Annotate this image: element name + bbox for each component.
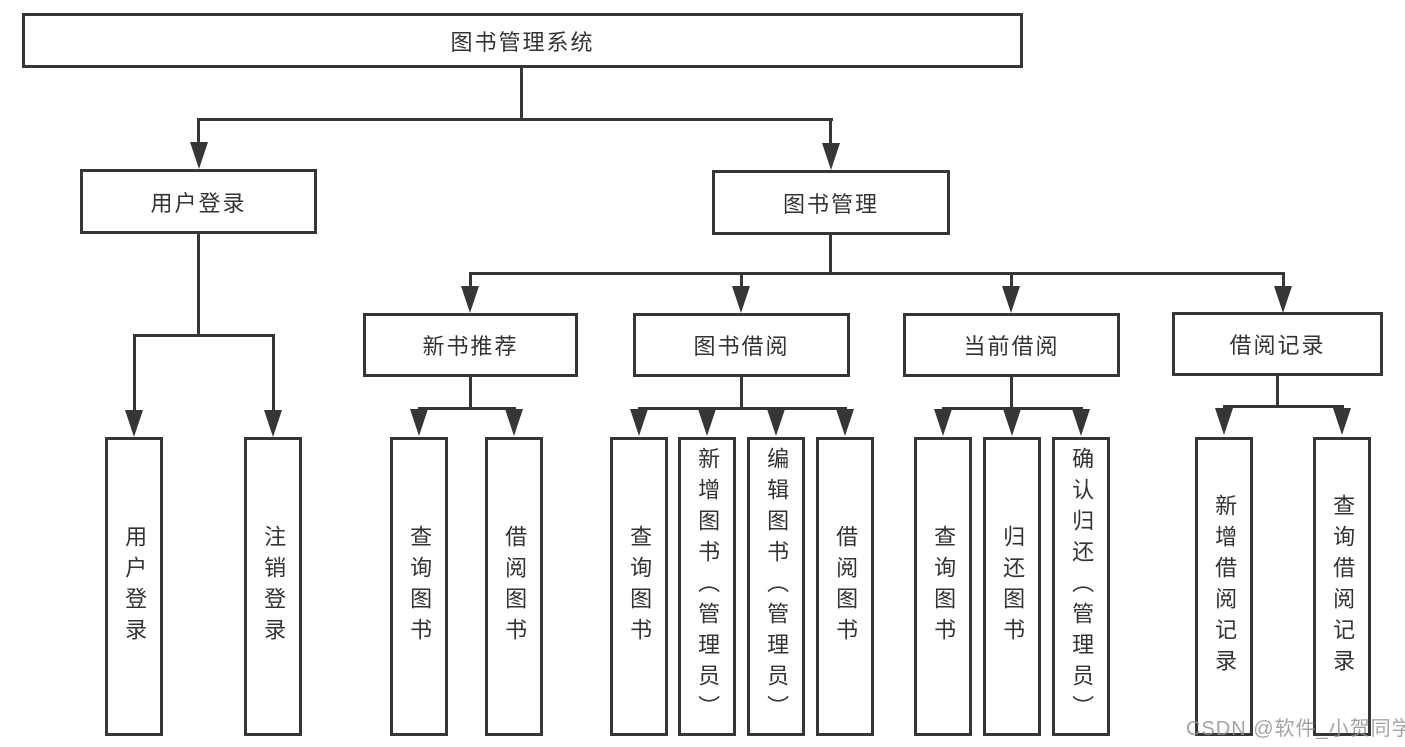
node-label: 当前借阅 (963, 334, 1060, 359)
connector-line (197, 118, 200, 148)
arrow-down-icon (505, 409, 523, 436)
node-label: 编辑图书（管理员） (764, 447, 790, 726)
leaf-borrow-books-borrowing: 借阅图书 (816, 437, 874, 736)
leaf-query-books-current: 查询图书 (914, 437, 972, 736)
leaf-query-books-borrowing: 查询图书 (610, 437, 668, 736)
leaf-borrow-books-recommendation: 借阅图书 (485, 437, 543, 736)
node-label: 新增图书（管理员） (695, 447, 721, 726)
connector-line (1223, 405, 1344, 408)
node-label: 图书管理 (782, 191, 879, 217)
arrow-down-icon (190, 142, 208, 169)
node-label: 新增借阅记录 (1212, 493, 1238, 680)
node-label: 用户登录 (150, 190, 247, 216)
arrow-down-icon (1333, 408, 1351, 435)
connector-line (1282, 272, 1285, 290)
connector-line (272, 334, 275, 414)
csdn-watermark: CSDN @软件_小贺同学 (1186, 718, 1405, 740)
connector-line (740, 377, 743, 410)
arrow-down-icon (732, 286, 750, 313)
arrow-down-icon (410, 409, 428, 436)
node-label: 新书推荐 (422, 334, 519, 359)
node-label: 查询图书 (931, 524, 957, 649)
node-book-management: 图书管理 (712, 170, 950, 235)
arrow-down-icon (1215, 408, 1233, 435)
connector-line (197, 118, 833, 121)
connector-line (520, 68, 523, 120)
node-label: 归还图书 (1000, 524, 1026, 649)
connector-line (740, 272, 743, 290)
node-label: 借阅图书 (502, 524, 528, 649)
node-label: 注销登录 (261, 524, 287, 649)
connector-line (1010, 272, 1013, 290)
connector-line (469, 377, 472, 410)
connector-line (469, 272, 1284, 275)
arrow-down-icon (934, 409, 952, 436)
node-new-book-recommendation: 新书推荐 (363, 313, 578, 377)
connector-line (829, 235, 832, 275)
arrow-down-icon (264, 410, 282, 437)
connector-line (469, 272, 472, 290)
node-label: 查询图书 (627, 524, 653, 649)
arrow-down-icon (767, 409, 785, 436)
arrow-down-icon (836, 409, 854, 436)
leaf-return-books: 归还图书 (983, 437, 1041, 736)
connector-line (418, 407, 516, 410)
arrow-down-icon (630, 409, 648, 436)
node-label: 图书管理系统 (450, 29, 595, 55)
arrow-down-icon (698, 409, 716, 436)
leaf-add-books-admin: 新增图书（管理员） (678, 437, 736, 736)
node-label: 用户登录 (122, 524, 148, 649)
connector-line (942, 407, 1083, 410)
leaf-add-borrowing-record: 新增借阅记录 (1195, 437, 1253, 736)
node-book-borrowing: 图书借阅 (633, 313, 850, 377)
connector-line (133, 334, 275, 337)
arrow-down-icon (1002, 286, 1020, 313)
arrow-down-icon (1274, 286, 1292, 313)
node-borrowing-records: 借阅记录 (1172, 312, 1383, 376)
node-label: 确认归还（管理员） (1069, 447, 1095, 726)
connector-line (133, 334, 136, 414)
node-current-borrowing: 当前借阅 (903, 313, 1120, 377)
connector-line (829, 118, 832, 148)
leaf-query-borrowing-record: 查询借阅记录 (1313, 437, 1371, 736)
node-label: 图书借阅 (693, 334, 790, 359)
node-label: 借阅记录 (1229, 333, 1326, 358)
leaf-logout: 注销登录 (244, 437, 302, 736)
connector-line (197, 234, 200, 336)
node-label: 借阅图书 (833, 524, 859, 649)
connector-line (1276, 376, 1279, 407)
leaf-query-books-recommendation: 查询图书 (390, 437, 448, 736)
arrow-down-icon (1072, 409, 1090, 436)
arrow-down-icon (461, 286, 479, 313)
connector-line (638, 407, 847, 410)
leaf-confirm-return-admin: 确认归还（管理员） (1052, 437, 1110, 736)
leaf-user-login: 用户登录 (105, 437, 163, 736)
node-library-system: 图书管理系统 (22, 13, 1023, 68)
node-label: 查询借阅记录 (1330, 493, 1356, 680)
arrow-down-icon (125, 410, 143, 437)
leaf-edit-books-admin: 编辑图书（管理员） (747, 437, 805, 736)
arrow-down-icon (822, 143, 840, 170)
arrow-down-icon (1003, 409, 1021, 436)
node-label: 查询图书 (407, 524, 433, 649)
node-user-login: 用户登录 (80, 169, 317, 234)
connector-line (1010, 377, 1013, 410)
